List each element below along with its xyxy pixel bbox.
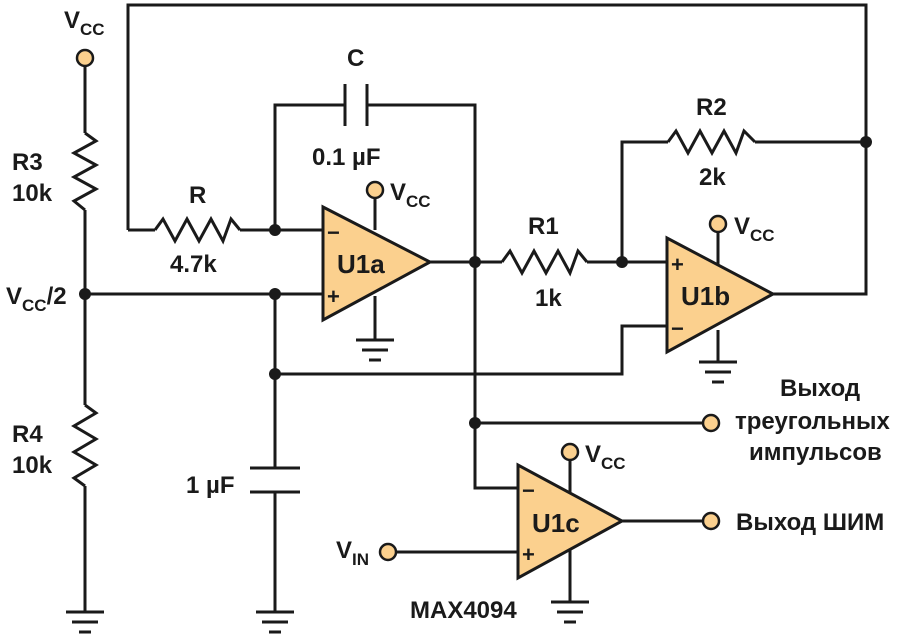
label-r1-value: 1k <box>535 285 562 312</box>
ground-u1a <box>356 338 394 362</box>
u1a-minus-sign: − <box>327 220 340 245</box>
resistor-r3 <box>70 131 100 212</box>
ground-cap <box>256 610 294 634</box>
label-vin: VIN <box>336 537 369 569</box>
label-vcc-u1a: VCC <box>390 179 431 211</box>
resistor-r2 <box>666 127 757 157</box>
label-vcc-u1b: VCC <box>734 213 775 245</box>
label-r4-value: 10k <box>12 452 53 479</box>
label-c-value: 0.1 µF <box>312 144 381 171</box>
terminals <box>75 48 728 562</box>
resistor-r1 <box>500 247 589 277</box>
label-r4-name: R4 <box>12 421 43 448</box>
terminal-vcc-u1b <box>708 214 728 234</box>
label-u1a: U1a <box>337 249 385 279</box>
label-tri-out-3: импульсов <box>749 439 882 466</box>
label-u1c: U1c <box>532 508 580 538</box>
label-vcc-main: VCC <box>64 7 105 39</box>
label-vcc-u1c: VCC <box>585 441 626 473</box>
label-r-value: 4.7k <box>170 251 217 278</box>
capacitor-1uf <box>250 466 300 494</box>
terminal-tri-out <box>701 413 721 433</box>
junctions <box>79 136 872 429</box>
ground-left <box>66 610 104 634</box>
label-chip: MAX4094 <box>410 597 517 624</box>
label-vcc-half: VCC/2 <box>6 283 67 315</box>
terminal-pwm-out <box>701 511 721 531</box>
opamp-u1a <box>321 204 434 323</box>
label-r1-name: R1 <box>528 213 559 240</box>
u1b-minus-sign: − <box>671 316 684 341</box>
ground-u1c <box>551 600 589 624</box>
label-r-name: R <box>189 182 206 209</box>
u1c-plus-sign: + <box>522 542 535 567</box>
terminal-vcc-u1a <box>365 180 385 200</box>
label-r2-value: 2k <box>699 164 726 191</box>
opamp-u1b <box>665 235 777 355</box>
label-u1b: U1b <box>681 281 730 311</box>
u1c-minus-sign: − <box>522 478 535 503</box>
label-pwm-out: Выход ШИМ <box>736 509 884 536</box>
capacitor-c <box>343 84 369 126</box>
ground-u1b <box>699 360 737 384</box>
resistor-r4 <box>71 403 99 488</box>
label-c-name: C <box>347 45 364 72</box>
label-r2-name: R2 <box>696 94 727 121</box>
label-c2-value: 1 µF <box>186 472 235 499</box>
terminal-vcc-u1c <box>560 442 580 462</box>
terminal-vcc-main <box>75 48 95 68</box>
label-tri-out-1: Выход <box>780 375 860 402</box>
terminal-vin <box>378 542 398 562</box>
opamp-u1c <box>516 462 626 581</box>
label-r3-value: 10k <box>12 180 53 207</box>
resistor-r <box>153 215 242 245</box>
label-r3-name: R3 <box>12 149 43 176</box>
label-tri-out-2: треугольных <box>735 408 891 435</box>
u1b-plus-sign: + <box>671 252 684 277</box>
u1a-plus-sign: + <box>327 284 340 309</box>
